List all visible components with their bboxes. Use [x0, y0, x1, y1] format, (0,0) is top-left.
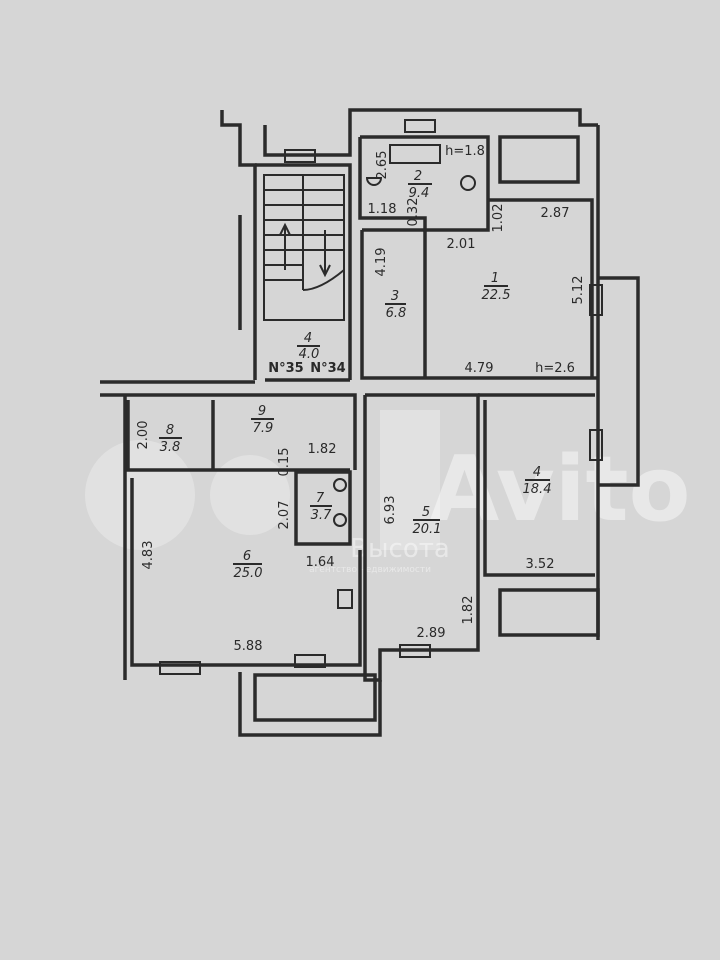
apartment-34-label: N°34	[310, 361, 345, 376]
svg-text:3: 3	[391, 289, 399, 304]
svg-text:2.01: 2.01	[447, 237, 476, 252]
stairs	[264, 189, 345, 291]
watermark: Avito Высота агентство недвижимости	[85, 410, 690, 575]
svg-text:7.9: 7.9	[253, 421, 274, 436]
room-8-label: 83.8	[159, 423, 182, 455]
svg-text:7: 7	[316, 491, 325, 506]
svg-text:18.4: 18.4	[523, 482, 552, 497]
svg-text:1.64: 1.64	[306, 555, 335, 570]
svg-text:4: 4	[533, 465, 541, 480]
svg-text:0.15: 0.15	[277, 448, 292, 477]
watermark-agency-sub: агентство недвижимости	[309, 565, 431, 575]
watermark-agency: Высота	[350, 534, 450, 564]
room-9-label: 97.9	[251, 404, 274, 436]
svg-text:2.00: 2.00	[136, 421, 151, 450]
svg-text:9.4: 9.4	[409, 186, 430, 201]
svg-text:6: 6	[243, 549, 251, 564]
svg-text:6.93: 6.93	[383, 496, 398, 525]
svg-text:5.12: 5.12	[571, 276, 586, 305]
dimensions: 2.65 1.18 0.32 1.02 2.87 2.01 4.19 5.12 …	[136, 144, 586, 654]
svg-text:3.52: 3.52	[526, 557, 555, 572]
room-7-label: 73.7	[310, 491, 332, 523]
svg-text:8: 8	[166, 423, 174, 438]
svg-text:3.8: 3.8	[160, 440, 181, 455]
svg-text:1.02: 1.02	[491, 204, 506, 233]
room-5-label: 520.1	[413, 505, 442, 537]
svg-text:1.18: 1.18	[368, 202, 397, 217]
room-2-label: 29.4	[408, 169, 432, 201]
svg-text:4.83: 4.83	[141, 541, 156, 570]
svg-text:20.1: 20.1	[413, 522, 442, 537]
svg-text:2: 2	[414, 169, 422, 184]
svg-text:4.79: 4.79	[465, 361, 494, 376]
svg-text:4.19: 4.19	[374, 248, 389, 277]
room-6-label: 625.0	[233, 549, 262, 581]
svg-text:3.7: 3.7	[311, 508, 332, 523]
room-3-label: 36.8	[385, 289, 406, 321]
svg-text:0.32: 0.32	[406, 198, 421, 227]
height-label: h=1.8	[445, 144, 485, 159]
height-label: h=2.6	[535, 361, 575, 376]
apartment-35-label: N°35	[268, 361, 303, 376]
watermark-brand: Avito	[430, 437, 691, 542]
svg-text:9: 9	[258, 404, 266, 419]
svg-text:2.87: 2.87	[541, 206, 570, 221]
svg-text:2.07: 2.07	[277, 501, 292, 530]
svg-text:5: 5	[422, 505, 430, 520]
room-4-stair-label: 44.0	[297, 331, 320, 362]
svg-text:6.8: 6.8	[386, 306, 407, 321]
walls	[100, 108, 640, 737]
svg-text:22.5: 22.5	[482, 288, 511, 303]
svg-text:4.0: 4.0	[299, 347, 320, 362]
room-1-label: 122.5	[482, 271, 511, 303]
svg-text:5.88: 5.88	[234, 639, 263, 654]
svg-text:1: 1	[491, 271, 499, 286]
svg-text:4: 4	[304, 331, 312, 346]
room-4-label: 418.4	[523, 465, 552, 497]
svg-text:1.82: 1.82	[308, 442, 337, 457]
svg-text:25.0: 25.0	[234, 566, 263, 581]
svg-text:2.65: 2.65	[375, 151, 390, 180]
svg-text:2.89: 2.89	[417, 626, 446, 641]
svg-text:1.82: 1.82	[461, 596, 476, 625]
